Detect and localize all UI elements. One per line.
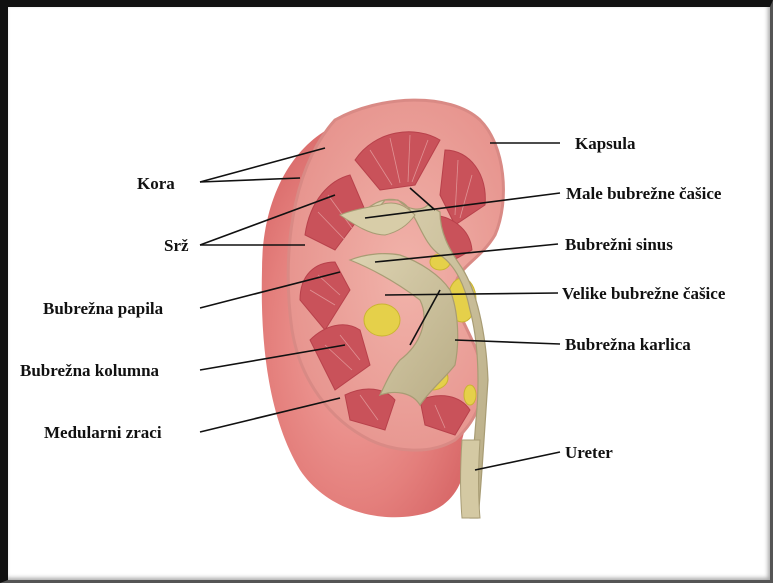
label-bubrezni-sinus: Bubrežni sinus	[565, 235, 673, 254]
label-male-bubrezne-casice: Male bubrežne čašice	[566, 184, 722, 203]
label-bubrezna-kolumna: Bubrežna kolumna	[20, 361, 160, 380]
label-srz: Srž	[164, 236, 189, 255]
label-kapsula: Kapsula	[575, 134, 636, 153]
ureter-tube	[461, 440, 481, 518]
label-bubrezna-papila: Bubrežna papila	[43, 299, 164, 318]
label-velike-bubrezne-casice: Velike bubrežne čašice	[562, 284, 726, 303]
label-bubrezna-karlica: Bubrežna karlica	[565, 335, 691, 354]
label-ureter: Ureter	[565, 443, 613, 462]
label-kora: Kora	[137, 174, 175, 193]
label-medularni-zraci: Medularni zraci	[44, 423, 162, 442]
